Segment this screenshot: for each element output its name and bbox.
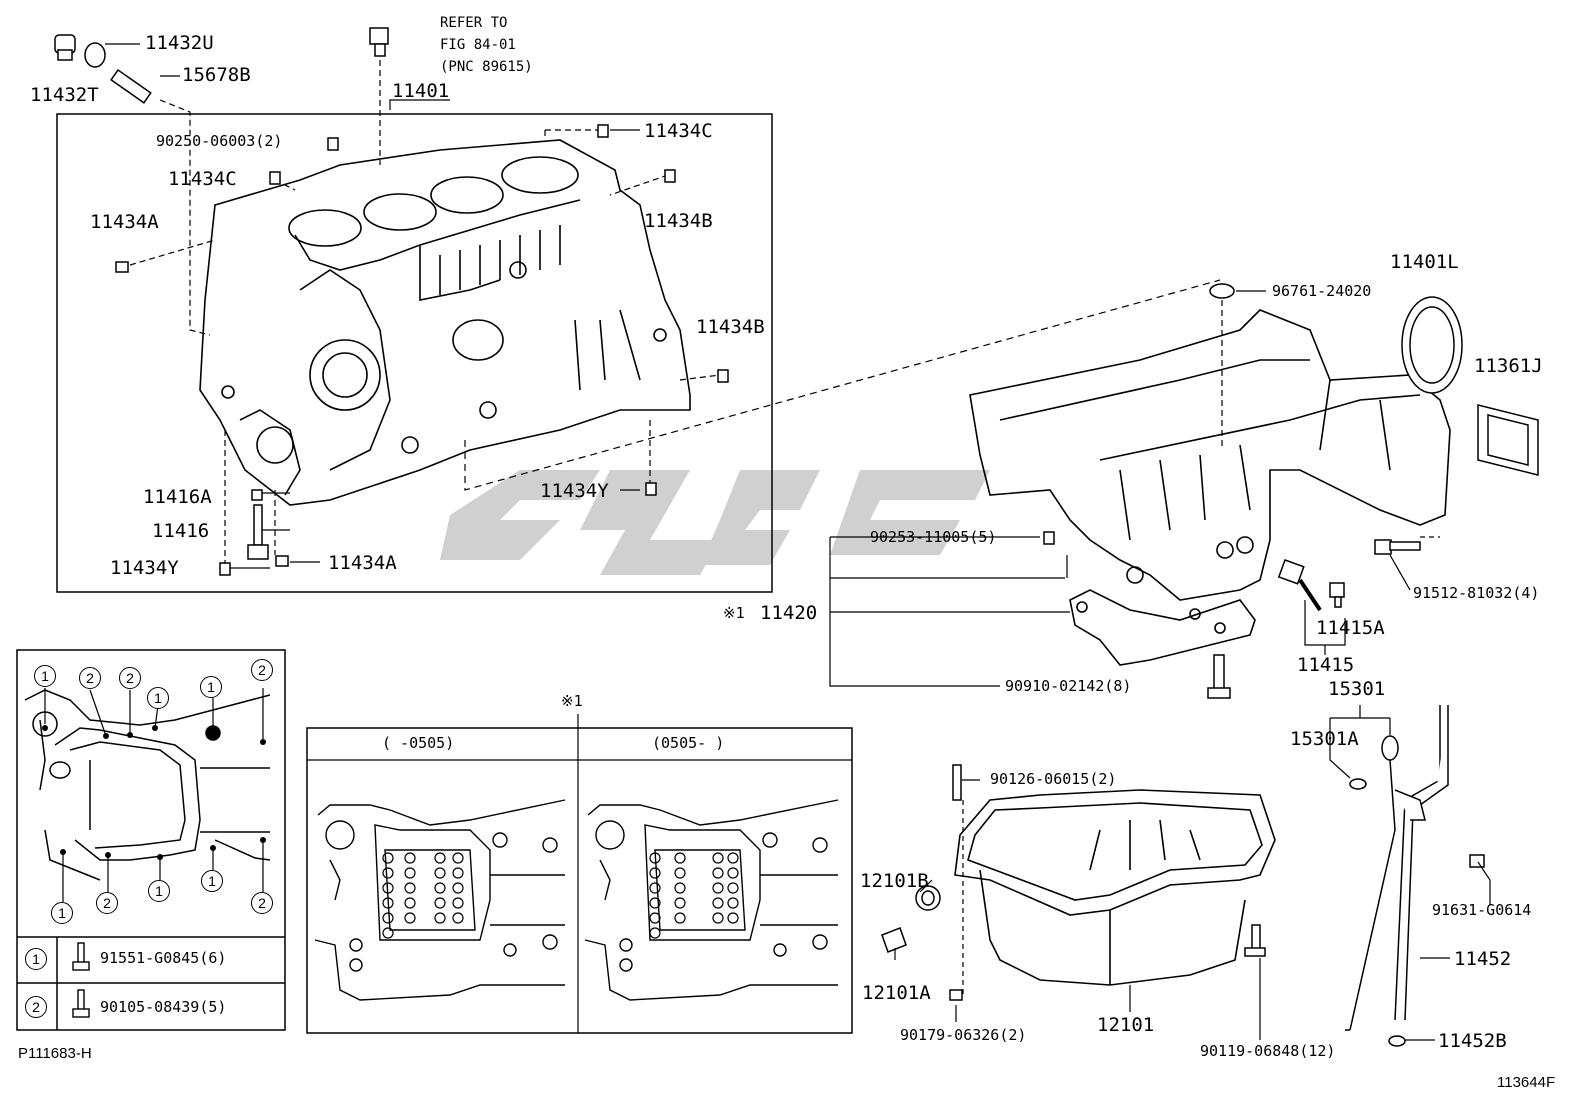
part-11361J[interactable]: 11361J — [1474, 355, 1543, 377]
part-11434Y-left[interactable]: 11434Y — [110, 557, 179, 579]
callout-1: 1 — [51, 902, 73, 924]
crankcase-drawing — [969, 309, 1451, 666]
part-11401L[interactable]: 11401L — [1390, 251, 1459, 273]
refer-line-1: REFER TO — [440, 15, 508, 31]
cylinder-block-frame — [56, 113, 773, 593]
part-11452B[interactable]: 11452B — [1438, 1030, 1507, 1052]
callout-2: 2 — [119, 667, 141, 689]
label-leaders-upper — [105, 43, 640, 569]
part-11420-mark: ※1 — [723, 604, 745, 622]
oil-pan-parts — [881, 705, 1485, 1047]
callout-1: 1 — [147, 687, 169, 709]
callout-1: 1 — [148, 880, 170, 902]
callout-2: 2 — [79, 667, 101, 689]
bolt-detail-frame — [16, 649, 286, 1031]
part-11416[interactable]: 11416 — [152, 520, 210, 542]
callout-1: 1 — [201, 870, 223, 892]
callout-2: 2 — [251, 659, 273, 681]
bolt-detail-leaders — [44, 688, 264, 902]
variant-right-label: (0505- ) — [652, 734, 725, 752]
part-11420[interactable]: 11420 — [760, 602, 818, 624]
oil-pan-leaders — [894, 705, 1491, 1041]
part-15301[interactable]: 15301 — [1328, 678, 1386, 700]
legend-row1-part[interactable]: 91551-G0845(6) — [100, 949, 227, 967]
part-11416A[interactable]: 11416A — [143, 486, 212, 508]
part-90119-06848[interactable]: 90119-06848(12) — [1200, 1042, 1336, 1060]
oil-pan-drawing — [954, 789, 1276, 986]
block-leader-lines — [129, 50, 1221, 565]
legend-bolts — [72, 942, 90, 1018]
part-11415A[interactable]: 11415A — [1316, 617, 1385, 639]
part-91512-81032[interactable]: 91512-81032(4) — [1413, 584, 1540, 602]
bolt-detail-drawing — [24, 689, 271, 881]
cylinder-block-drawing — [199, 139, 691, 506]
footer-right-code: 113644F — [1497, 1074, 1556, 1091]
part-11401[interactable]: 11401 — [392, 80, 450, 102]
part-90250-06003[interactable]: 90250-06003(2) — [156, 132, 283, 150]
watermark-logo — [440, 470, 990, 575]
part-11415[interactable]: 11415 — [1297, 654, 1355, 676]
part-11434C-top[interactable]: 11434C — [644, 120, 713, 142]
part-11434A-bottom[interactable]: 11434A — [328, 552, 397, 574]
variant-mark: ※1 — [561, 692, 583, 710]
callout-2: 2 — [96, 892, 118, 914]
callout-2: 2 — [251, 892, 273, 914]
footer-left-code: P111683-H — [18, 1045, 92, 1062]
variant-frame — [306, 727, 853, 1034]
part-90179-06326[interactable]: 90179-06326(2) — [900, 1026, 1027, 1044]
variant-bolt-circles — [382, 852, 739, 939]
block-small-parts — [54, 27, 729, 576]
part-91631-G0614[interactable]: 91631-G0614 — [1432, 901, 1532, 919]
part-11434B-right[interactable]: 11434B — [696, 316, 765, 338]
refer-line-3: (PNC 89615) — [440, 59, 533, 75]
refer-line-2: FIG 84-01 — [440, 37, 516, 53]
part-90126-06015[interactable]: 90126-06015(2) — [990, 770, 1117, 788]
part-15301A[interactable]: 15301A — [1290, 728, 1359, 750]
crankcase-leaders — [829, 290, 1440, 687]
part-90910-02142[interactable]: 90910-02142(8) — [1005, 677, 1132, 695]
legend-row2-number: 2 — [25, 996, 47, 1018]
part-11434B-top[interactable]: 11434B — [644, 210, 713, 232]
variant-drawings — [314, 799, 839, 1001]
part-11434Y-mid[interactable]: 11434Y — [540, 480, 609, 502]
callout-1: 1 — [200, 676, 222, 698]
part-12101B[interactable]: 12101B — [860, 870, 929, 892]
part-11434C-left[interactable]: 11434C — [168, 168, 237, 190]
callout-1: 1 — [34, 665, 56, 687]
part-12101[interactable]: 12101 — [1097, 1014, 1155, 1036]
part-11452[interactable]: 11452 — [1454, 948, 1512, 970]
variant-left-label: ( -0505) — [382, 734, 455, 752]
part-12101A[interactable]: 12101A — [862, 982, 931, 1004]
part-11434A-left[interactable]: 11434A — [90, 211, 159, 233]
part-11432U[interactable]: 11432U — [145, 32, 214, 54]
part-96761-24020[interactable]: 96761-24020 — [1272, 282, 1372, 300]
legend-row2-part[interactable]: 90105-08439(5) — [100, 998, 227, 1016]
part-90253-11005[interactable]: 90253-11005(5) — [870, 528, 997, 546]
crankcase-parts — [1043, 283, 1539, 699]
part-15678B[interactable]: 15678B — [182, 64, 251, 86]
legend-row1-number: 1 — [25, 948, 47, 970]
part-11432T[interactable]: 11432T — [30, 84, 99, 106]
